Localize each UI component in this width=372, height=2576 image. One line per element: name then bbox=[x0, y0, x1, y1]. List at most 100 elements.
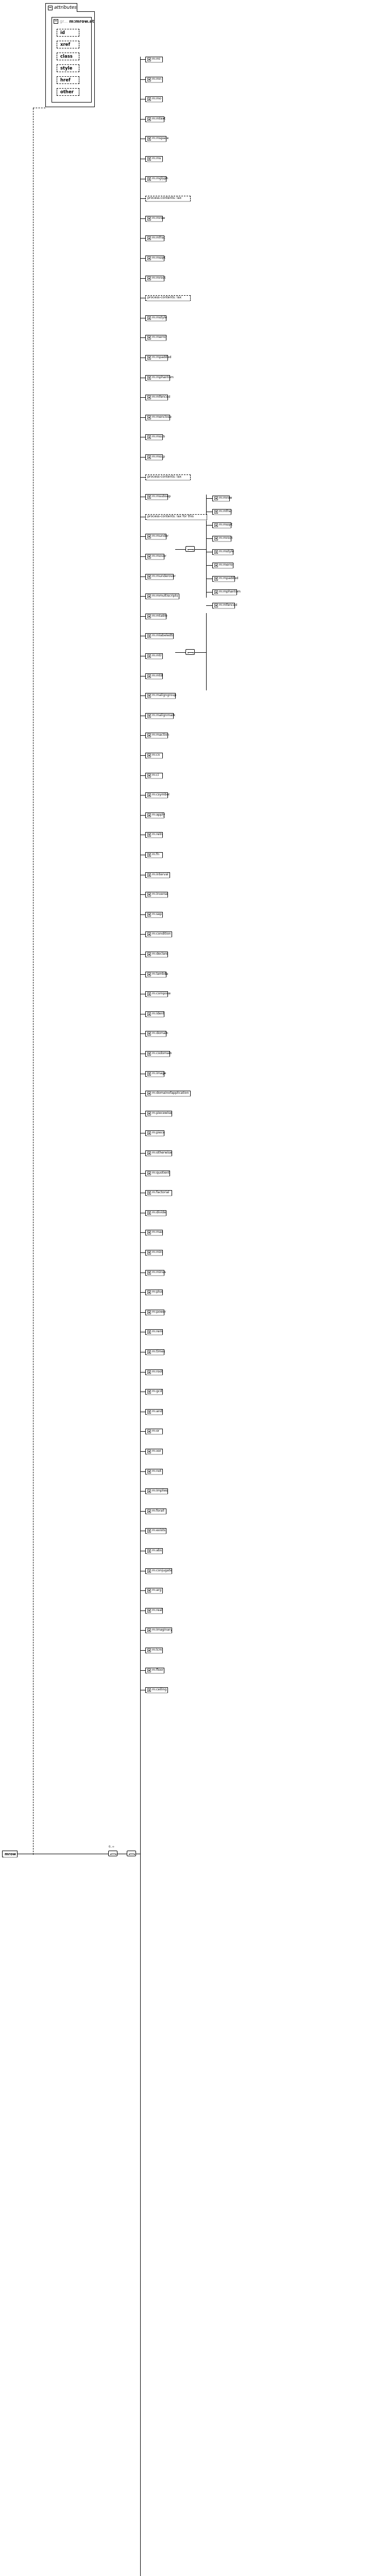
child-element-node[interactable]: m:ident bbox=[145, 1011, 165, 1018]
any-wildcard-node[interactable]: process-contents: lax bbox=[145, 196, 191, 202]
expand-icon[interactable] bbox=[147, 535, 151, 538]
expand-icon[interactable] bbox=[147, 1589, 151, 1592]
expand-icon[interactable] bbox=[147, 555, 151, 558]
expand-icon[interactable] bbox=[147, 277, 151, 280]
child-element-node[interactable]: m:msup bbox=[145, 454, 165, 461]
child-element-node[interactable]: m:msubsup bbox=[145, 494, 171, 500]
child-element-node[interactable]: m:mspace bbox=[145, 136, 168, 142]
expand-icon[interactable] bbox=[147, 774, 151, 777]
child-element-node[interactable]: m:piecewise bbox=[145, 1111, 172, 1117]
expand-icon[interactable] bbox=[147, 1112, 151, 1115]
expand-icon[interactable] bbox=[147, 97, 151, 101]
child-element-node[interactable]: m:ms bbox=[145, 156, 163, 162]
expand-icon[interactable] bbox=[147, 714, 151, 718]
child-element-node[interactable]: m:minus bbox=[145, 1270, 166, 1276]
expand-icon[interactable] bbox=[147, 833, 151, 837]
child-element-node[interactable]: m:munder bbox=[145, 534, 168, 540]
expand-icon[interactable] bbox=[147, 1350, 151, 1354]
expand-icon[interactable] bbox=[147, 1032, 151, 1036]
expand-icon[interactable] bbox=[147, 1072, 151, 1076]
child-element-node[interactable]: m:arg bbox=[145, 1588, 163, 1594]
expand-icon[interactable] bbox=[147, 853, 151, 857]
child-element-node[interactable]: m:mrow bbox=[145, 216, 165, 222]
child-element-node[interactable]: m:mstyle bbox=[145, 315, 167, 321]
child-element-node[interactable]: m:real bbox=[145, 1608, 163, 1614]
expand-icon[interactable] bbox=[147, 416, 151, 419]
expand-icon[interactable] bbox=[147, 1470, 151, 1473]
attribute-id[interactable]: id bbox=[57, 29, 79, 37]
expand-icon[interactable] bbox=[147, 1529, 151, 1533]
child-element-node[interactable]: m:condition bbox=[145, 931, 172, 938]
expand-icon[interactable] bbox=[147, 913, 151, 917]
child-element-node[interactable]: m:maction bbox=[145, 733, 169, 739]
any-wildcard-node[interactable]: process-contents: lax bbox=[145, 474, 191, 481]
expand-icon[interactable] bbox=[147, 1390, 151, 1394]
expand-icon[interactable] bbox=[147, 893, 151, 896]
attribute-group-tab[interactable]: gr... m:mrow.at bbox=[52, 17, 94, 25]
expand-icon[interactable] bbox=[147, 634, 151, 638]
expand-icon[interactable] bbox=[214, 590, 218, 594]
expand-icon[interactable] bbox=[147, 1012, 151, 1016]
expand-icon[interactable] bbox=[214, 564, 218, 567]
expand-icon[interactable] bbox=[147, 1151, 151, 1155]
child-element-node[interactable]: m:and bbox=[145, 1409, 163, 1415]
expand-icon[interactable] bbox=[214, 510, 218, 514]
expand-icon[interactable] bbox=[147, 1211, 151, 1215]
child-element-node[interactable]: m:times bbox=[145, 1349, 165, 1355]
expand-icon[interactable] bbox=[147, 336, 151, 340]
child-element-node[interactable]: m:or bbox=[145, 1429, 163, 1435]
child-element-node[interactable]: m:mtd bbox=[145, 673, 163, 680]
child-element-node[interactable]: m:exists bbox=[145, 1528, 166, 1534]
child-element-node[interactable]: m:inverse bbox=[145, 892, 168, 898]
child-element-node[interactable]: m:min bbox=[145, 1250, 163, 1256]
child-element-node[interactable]: m:msub bbox=[145, 434, 165, 440]
expand-icon[interactable] bbox=[147, 455, 151, 459]
child-element-node[interactable]: m:piece bbox=[145, 1130, 165, 1137]
child-element-node[interactable]: m:cn bbox=[145, 753, 163, 759]
collapse-icon[interactable] bbox=[54, 19, 58, 24]
expand-icon[interactable] bbox=[214, 537, 218, 540]
expand-icon[interactable] bbox=[214, 604, 218, 607]
expand-icon[interactable] bbox=[214, 523, 218, 527]
child-element-node[interactable]: m:plus bbox=[145, 1290, 163, 1296]
child-element-node[interactable]: m:mroot bbox=[145, 276, 166, 282]
expand-icon[interactable] bbox=[147, 992, 151, 996]
nested-element-node[interactable]: m:mfrac bbox=[212, 509, 232, 515]
expand-icon[interactable] bbox=[147, 873, 151, 877]
expand-icon[interactable] bbox=[147, 595, 151, 598]
child-element-node[interactable]: m:compose bbox=[145, 991, 171, 997]
expand-icon[interactable] bbox=[147, 1311, 151, 1314]
child-element-node[interactable]: m:not bbox=[145, 1469, 163, 1475]
child-element-node[interactable]: m:mfenced bbox=[145, 395, 170, 401]
expand-icon[interactable] bbox=[147, 1688, 151, 1692]
expand-icon[interactable] bbox=[214, 550, 218, 554]
nested-sequence-connector-2[interactable] bbox=[185, 649, 195, 655]
expand-icon[interactable] bbox=[147, 1510, 151, 1513]
expand-icon[interactable] bbox=[147, 177, 151, 181]
expand-icon[interactable] bbox=[147, 933, 151, 936]
nested-element-node[interactable]: m:mphantom bbox=[212, 589, 241, 596]
expand-icon[interactable] bbox=[147, 1370, 151, 1374]
child-element-node[interactable]: m:codomain bbox=[145, 1051, 172, 1057]
child-element-node[interactable]: m:gcd bbox=[145, 1389, 163, 1395]
sequence-connector-root[interactable] bbox=[108, 1851, 117, 1856]
child-element-node[interactable]: m:merror bbox=[145, 335, 167, 341]
expand-icon[interactable] bbox=[147, 236, 151, 240]
child-element-node[interactable]: m:malignmark bbox=[145, 713, 175, 719]
choice-connector-root[interactable] bbox=[127, 1851, 136, 1856]
expand-icon[interactable] bbox=[147, 257, 151, 260]
child-element-node[interactable]: m:image bbox=[145, 1071, 166, 1077]
child-element-node[interactable]: m:sep bbox=[145, 912, 163, 918]
child-element-node[interactable]: m:power bbox=[145, 1310, 166, 1316]
child-element-node[interactable]: m:mn bbox=[145, 77, 163, 83]
expand-icon[interactable] bbox=[147, 1231, 151, 1234]
expand-icon[interactable] bbox=[214, 577, 218, 581]
nested-element-node[interactable]: m:mpadded bbox=[212, 576, 238, 582]
child-element-node[interactable]: m:mtable bbox=[145, 614, 167, 620]
expand-icon[interactable] bbox=[147, 1609, 151, 1613]
expand-icon[interactable] bbox=[147, 376, 151, 380]
child-element-node[interactable]: m:domain bbox=[145, 1031, 168, 1037]
expand-icon[interactable] bbox=[147, 615, 151, 618]
child-element-node[interactable]: m:munderover bbox=[145, 574, 176, 580]
child-element-node[interactable]: m:lambda bbox=[145, 972, 168, 978]
